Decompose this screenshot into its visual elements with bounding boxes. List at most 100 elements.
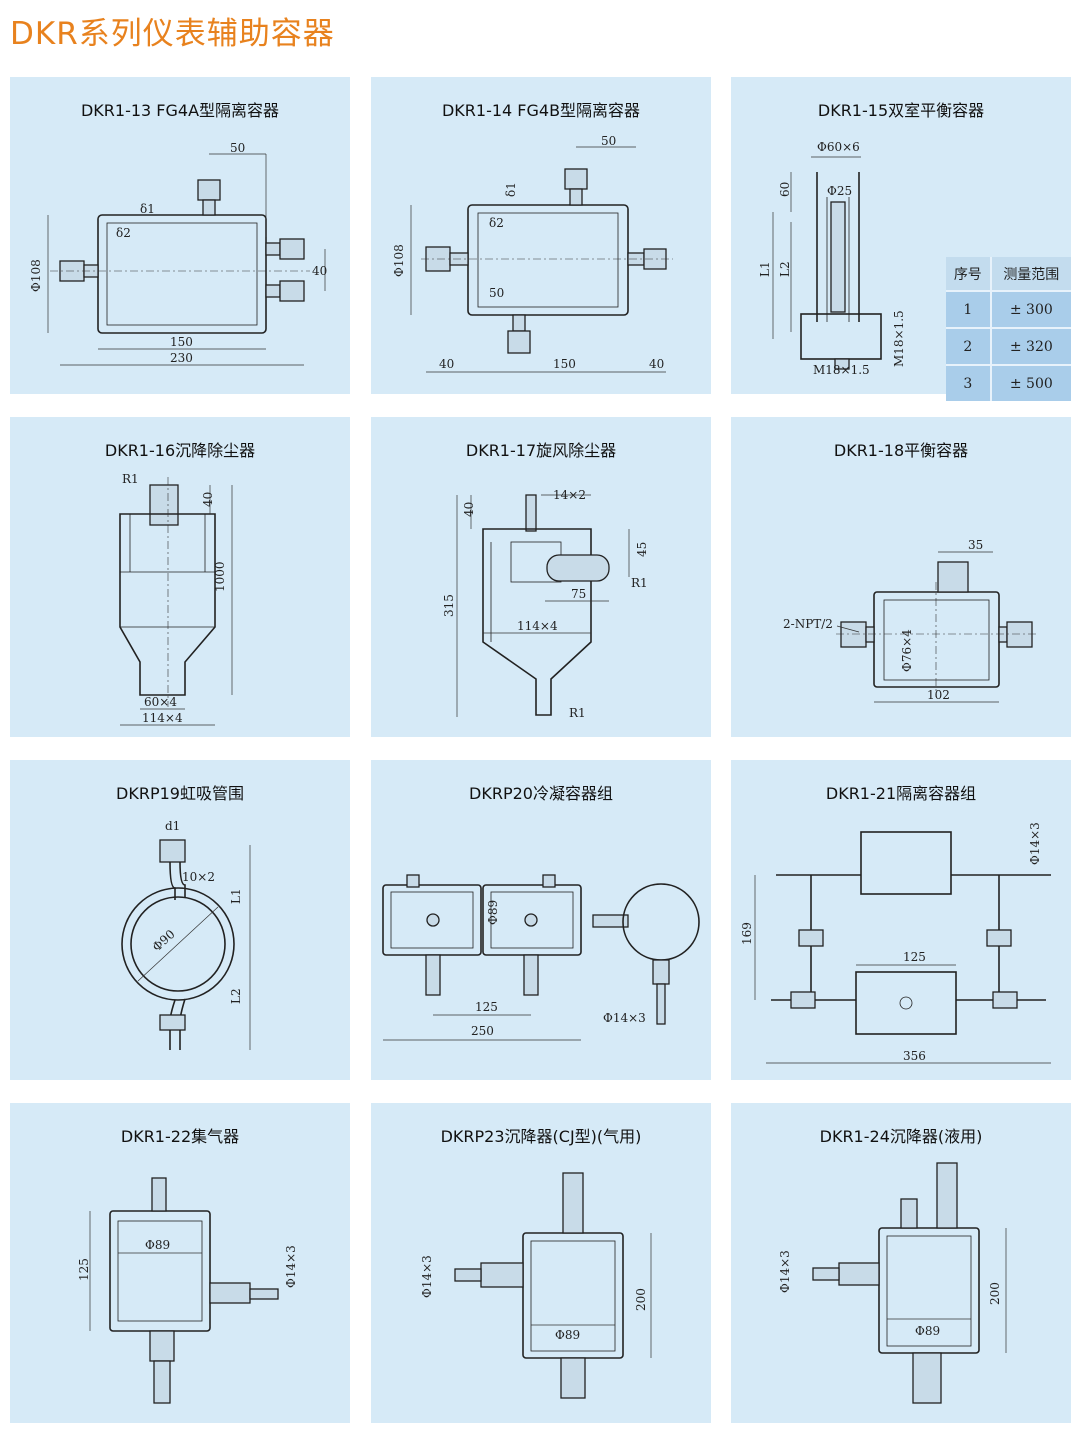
svg-text:R1: R1 [631, 576, 648, 590]
svg-text:125: 125 [475, 1000, 498, 1014]
svg-text:50: 50 [489, 286, 504, 300]
panel-dkr1-24: DKR1-24沉降器(液用) Φ14×3 200 Φ89 [731, 1103, 1071, 1423]
svg-text:Φ14×3: Φ14×3 [284, 1245, 298, 1288]
svg-text:Φ89: Φ89 [555, 1328, 580, 1342]
svg-text:114×4: 114×4 [517, 619, 558, 633]
svg-text:L2: L2 [778, 261, 792, 277]
dkrp19-drawing: Φ90 d1 10×2 L1 L2 [121, 819, 251, 1050]
dkr1-24-drawing: Φ14×3 200 Φ89 [778, 1162, 1007, 1404]
svg-text:114×4: 114×4 [142, 711, 183, 725]
svg-text:Φ89: Φ89 [145, 1238, 170, 1252]
svg-text:50: 50 [601, 134, 616, 148]
table-row: 1 ± 300 [946, 290, 1071, 328]
svg-text:2-NPT/2: 2-NPT/2 [783, 617, 833, 631]
svg-text:Φ89: Φ89 [915, 1324, 940, 1338]
panel-title: DKRP19虹吸管围 [116, 784, 244, 803]
svg-text:Φ14×3: Φ14×3 [778, 1250, 792, 1293]
panel-title: DKR1-13 FG4A型隔离容器 [80, 101, 280, 120]
svg-text:150: 150 [170, 335, 193, 349]
panel-dkr1-18: DKR1-18平衡容器 35 2-NPT/2 Φ76×4 102 [731, 417, 1071, 737]
panel-dkr1-22: DKR1-22集气器 125 Φ89 Φ14×3 [10, 1103, 350, 1423]
svg-text:δ1: δ1 [140, 202, 155, 216]
panel-dkr1-15: DKR1-15双室平衡容器 60 Φ60×6 Φ25 L1 L2 M18×1.5… [731, 77, 1071, 401]
svg-text:200: 200 [634, 1288, 648, 1311]
dkr1-14-drawing: 50 δ1 δ2 Φ108 50 40 150 40 [392, 134, 673, 373]
svg-text:M18×1.5: M18×1.5 [892, 310, 906, 367]
svg-text:10×2: 10×2 [182, 870, 215, 884]
svg-text:δ2: δ2 [116, 226, 131, 240]
svg-text:Φ108: Φ108 [392, 244, 406, 277]
dkr1-17-drawing: 14×2 40 45 R1 75 315 114×4 R1 [442, 488, 649, 720]
panel-dkr1-14: DKR1-14 FG4B型隔离容器 50 δ1 δ2 Φ108 50 40 15… [371, 77, 711, 394]
svg-text:150: 150 [553, 357, 576, 371]
svg-text:R1: R1 [122, 472, 139, 486]
svg-text:d1: d1 [165, 819, 180, 833]
dkrp23-drawing: Φ14×3 200 Φ89 [420, 1172, 652, 1399]
panel-title: DKR1-21隔离容器组 [825, 784, 977, 803]
svg-text:40: 40 [439, 357, 454, 371]
table-row: 2 ± 320 [946, 327, 1071, 365]
panel-title: DKR1-24沉降器(液用) [819, 1127, 983, 1146]
range-table: 序号 测量范围 1 ± 300 2 ± 320 3 ± 500 [946, 257, 1071, 401]
panel-title: DKR1-17旋风除尘器 [465, 441, 617, 460]
panel-title: DKR1-16沉降除尘器 [104, 441, 256, 460]
panel-dkr1-21: DKR1-21隔离容器组 Φ14×3 169 125 356 [731, 760, 1071, 1080]
svg-text:Φ14×3: Φ14×3 [1028, 822, 1042, 865]
panel-title: DKRP20冷凝容器组 [469, 784, 613, 803]
svg-text:Φ89: Φ89 [486, 900, 500, 925]
dkr1-18-drawing: 35 2-NPT/2 Φ76×4 102 [783, 538, 1036, 703]
svg-text:125: 125 [903, 950, 926, 964]
svg-text:356: 356 [903, 1049, 926, 1063]
svg-text:1000: 1000 [213, 561, 227, 592]
svg-text:14×2: 14×2 [553, 488, 586, 502]
panel-dkrp19: DKRP19虹吸管围 Φ90 d1 10×2 L1 L2 [10, 760, 350, 1080]
svg-text:40: 40 [462, 502, 476, 517]
svg-text:δ1: δ1 [504, 182, 518, 197]
svg-text:Φ76×4: Φ76×4 [900, 629, 914, 672]
panel-title: DKR1-15双室平衡容器 [817, 101, 985, 120]
dkr1-22-drawing: 125 Φ89 Φ14×3 [77, 1177, 298, 1404]
dkr1-16-drawing: R1 40 1000 60×4 114×4 [119, 472, 233, 726]
svg-text:315: 315 [442, 594, 456, 617]
dkrp20-drawing: Φ89 125 250 Φ14×3 [382, 874, 700, 1041]
svg-text:102: 102 [927, 688, 950, 702]
svg-text:Φ25: Φ25 [827, 184, 852, 198]
panel-dkr1-16: DKR1-16沉降除尘器 R1 40 1000 60×4 114×4 [10, 417, 350, 737]
svg-text:75: 75 [571, 587, 586, 601]
svg-text:M18×1.5: M18×1.5 [813, 363, 870, 377]
header-range: 测量范围 [990, 257, 1071, 291]
svg-text:R1: R1 [569, 706, 586, 720]
svg-text:Φ90: Φ90 [150, 927, 178, 954]
svg-text:40: 40 [312, 264, 327, 278]
panel-title: DKR1-14 FG4B型隔离容器 [441, 101, 641, 120]
svg-text:Φ108: Φ108 [29, 259, 43, 292]
svg-text:125: 125 [77, 1258, 91, 1281]
dkr1-21-drawing: Φ14×3 169 125 356 [740, 822, 1051, 1064]
svg-text:230: 230 [170, 351, 193, 365]
svg-text:169: 169 [740, 922, 754, 945]
header-index: 序号 [946, 257, 992, 291]
svg-text:35: 35 [968, 538, 983, 552]
panel-title: DKR1-22集气器 [120, 1127, 240, 1146]
range-table-header: 序号 测量范围 [946, 257, 1071, 291]
panel-dkrp23: DKRP23沉降器(CJ型)(气用) Φ14×3 200 Φ89 [371, 1103, 711, 1423]
dkr1-15-drawing: 60 Φ60×6 Φ25 L1 L2 M18×1.5 M18×1.5 [758, 140, 906, 377]
dkr1-13-drawing: 50 δ1 δ2 Φ108 40 150 230 [29, 141, 327, 366]
svg-text:L1: L1 [229, 888, 243, 904]
svg-text:Φ14×3: Φ14×3 [420, 1255, 434, 1298]
svg-text:40: 40 [201, 492, 215, 507]
svg-text:Φ14×3: Φ14×3 [603, 1011, 646, 1025]
panel-dkr1-17: DKR1-17旋风除尘器 14×2 40 45 R1 75 315 114×4 … [371, 417, 711, 737]
svg-text:200: 200 [988, 1282, 1002, 1305]
panel-title: DKRP23沉降器(CJ型)(气用) [440, 1127, 642, 1146]
svg-text:60: 60 [778, 182, 792, 197]
panel-dkr1-13: DKR1-13 FG4A型隔离容器 50 δ1 δ2 Φ108 40 150 2… [10, 77, 350, 394]
page-title: DKR系列仪表辅助容器 [10, 16, 335, 52]
svg-text:δ2: δ2 [489, 216, 504, 230]
table-row: 3 ± 500 [946, 364, 1071, 401]
svg-text:50: 50 [230, 141, 245, 155]
svg-text:40: 40 [649, 357, 664, 371]
svg-text:Φ60×6: Φ60×6 [817, 140, 860, 154]
panel-dkrp20: DKRP20冷凝容器组 Φ89 125 250 Φ14×3 [371, 760, 711, 1080]
svg-text:L2: L2 [229, 988, 243, 1004]
